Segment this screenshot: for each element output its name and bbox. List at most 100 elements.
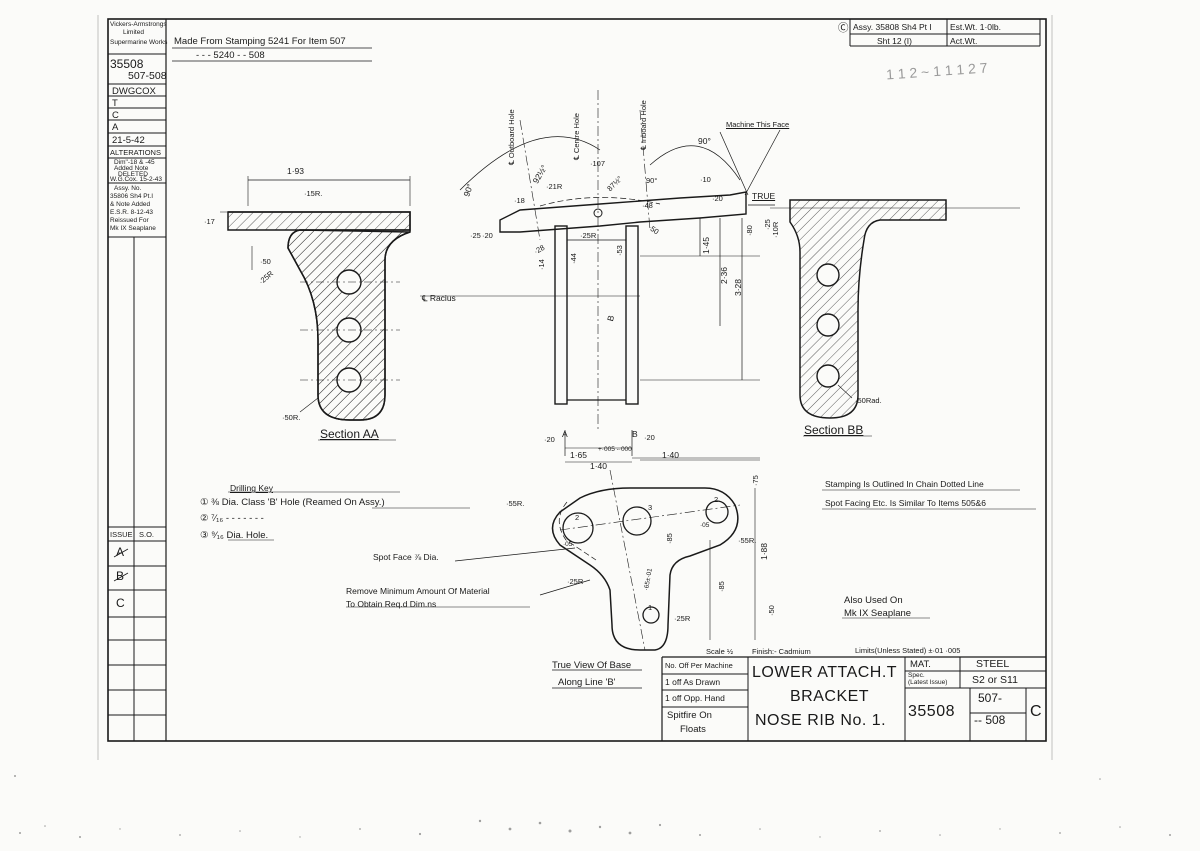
drawing-date: 21-5-42 bbox=[112, 135, 145, 146]
alt-a-line4: W.G.Cox. 15-2-43 bbox=[110, 176, 163, 183]
dim-75: ·75 bbox=[751, 475, 760, 486]
inboard-hole-label: ℄ Inboard Hole bbox=[639, 100, 648, 150]
title-line2: BRACKET bbox=[790, 688, 870, 705]
scale-label: Scale ½ bbox=[706, 647, 734, 656]
approved-by: A bbox=[112, 122, 119, 133]
dim-90c: 90° bbox=[698, 136, 711, 146]
dim-140a: 1·40 bbox=[590, 461, 608, 471]
radius-note: ℄ Racius bbox=[422, 293, 456, 303]
dim-25a: ·25 bbox=[470, 231, 481, 240]
checked-by: C bbox=[112, 110, 119, 121]
drawing-no-items: 507-508 bbox=[128, 70, 167, 82]
section-bb-label: Section BB bbox=[804, 423, 864, 437]
traced-by: T bbox=[112, 98, 118, 109]
spot-facing-note: Spot Facing Etc. Is Similar To Items 505… bbox=[825, 498, 986, 508]
alterations-title: ALTERATIONS bbox=[110, 148, 161, 157]
dim-165: 1·65 bbox=[570, 450, 588, 460]
limits-label: Limits(Unless Stated) ±·01 ·005 bbox=[855, 646, 961, 655]
dim-85a: ·85 bbox=[665, 533, 674, 544]
title-drawing-no: 35508 bbox=[908, 703, 955, 720]
dim-20d: ·20 bbox=[644, 433, 655, 442]
dim-21r: ·21R bbox=[546, 182, 563, 191]
off-as-drawn: 1 off As Drawn bbox=[665, 677, 721, 687]
dim-85b: ·85 bbox=[717, 581, 726, 592]
machine-face-note: Machine This Face bbox=[726, 120, 790, 129]
company-line1: Vickers-Armstrongs bbox=[110, 21, 167, 28]
dim-05b: ·05 bbox=[700, 522, 710, 529]
dim-20a: ·20 bbox=[712, 194, 723, 203]
dim-140b: 1·40 bbox=[662, 450, 680, 460]
dim-80: ·80 bbox=[745, 225, 754, 236]
dim-17: ·17 bbox=[204, 217, 215, 226]
alt-b-line1: Assy. No. bbox=[114, 185, 142, 192]
true-label: TRUE bbox=[752, 191, 776, 201]
title-issue-letter: C bbox=[1030, 703, 1043, 720]
dim-193: 1·93 bbox=[287, 166, 305, 176]
alt-a-line3: DELETED bbox=[118, 171, 148, 178]
dim-55r-right: ·55R. bbox=[738, 536, 757, 545]
alt-b-line6: Mk IX Seaplane bbox=[110, 225, 156, 232]
dim-tolerance: +·005 -·000 bbox=[598, 446, 632, 453]
alt-b-line2: 35806 Sh4 Pt.I bbox=[110, 193, 154, 200]
title-line1: LOWER ATTACH.T bbox=[752, 664, 898, 681]
issue-header: ISSUE bbox=[110, 530, 133, 539]
label-b: B bbox=[632, 429, 638, 439]
issue-a: A bbox=[116, 545, 125, 559]
dim-50rad: ·50Rad. bbox=[855, 396, 882, 405]
alt-b-line3: & Note Added bbox=[110, 201, 151, 208]
assy-ref: Assy. 35808 Sh4 Pt I bbox=[853, 22, 932, 32]
dim-55r-left: ·55R. bbox=[506, 499, 525, 508]
dim-48: ·48 bbox=[642, 201, 653, 210]
issue-b: B bbox=[116, 569, 125, 583]
drilling-key-1: ① ⅜ Dia. Class 'B' Hole (Reamed On Assy.… bbox=[200, 497, 385, 508]
drawing-no-top: 35508 bbox=[110, 57, 144, 71]
dim-10b: ·10R bbox=[771, 221, 780, 238]
dim-328: 3·28 bbox=[733, 278, 743, 296]
outboard-hole-label: ℄ Outboard Hole bbox=[507, 109, 516, 165]
drawn-by: DWGCOX bbox=[112, 86, 156, 97]
drilling-key-2: ② ⁷⁄₁₆ - - - - - - - bbox=[200, 513, 264, 524]
dim-10: ·10 bbox=[700, 175, 711, 184]
dim-50r: ·50R. bbox=[282, 413, 301, 422]
no-off-label: No. Off Per Machine bbox=[665, 661, 733, 670]
centre-hole-label: ℄ Centre Hole bbox=[572, 113, 581, 160]
alt-a-line2: Added Note bbox=[114, 165, 149, 172]
remove-material-line1: Remove Minimum Amount Of Material bbox=[346, 586, 490, 596]
dim-15r: ·15R. bbox=[304, 189, 323, 198]
title-items-line2: -- 508 bbox=[974, 713, 1006, 727]
material-label: MAT. bbox=[910, 659, 931, 670]
sheet-ref: Sht 12 (I) bbox=[877, 36, 912, 46]
hole-2-left-marker: 2 bbox=[575, 513, 580, 522]
dim-44: ·44 bbox=[569, 253, 578, 264]
also-used-on-line2: Mk IX Seaplane bbox=[844, 608, 912, 619]
alt-b-line4: E.S.R. 8-12-43 bbox=[110, 209, 153, 216]
dim-53: ·53 bbox=[615, 245, 624, 256]
est-weight: Est.Wt. 1·0lb. bbox=[950, 22, 1002, 32]
dim-14: ·14 bbox=[537, 259, 546, 270]
drilling-key-3: ③ ⁹⁄₁₆ Dia. Hole. bbox=[200, 530, 269, 541]
label-a: A bbox=[562, 429, 568, 439]
section-aa-label: Section AA bbox=[320, 427, 379, 441]
sheet-border bbox=[107, 18, 1047, 742]
stamping-note-line2: - - - 5240 - - 508 bbox=[196, 50, 265, 61]
issue-c-mark: Ⓒ bbox=[838, 22, 849, 34]
spec-value: S2 or S11 bbox=[972, 674, 1018, 686]
print-noise bbox=[14, 775, 1171, 838]
alt-a-line1: Dim"-18 & -45 bbox=[114, 159, 155, 166]
dim-236: 2·36 bbox=[719, 266, 729, 284]
dim-107: ·107 bbox=[590, 159, 606, 168]
spot-face-note: Spot Face ⅞ Dia. bbox=[373, 552, 439, 562]
dim-25r-base2: ·25R bbox=[674, 614, 691, 623]
remove-material-line2: To Obtain Req.d Dim.ns bbox=[346, 599, 437, 609]
stamping-outline-note: Stamping Is Outlined In Chain Dotted Lin… bbox=[825, 479, 984, 489]
off-opp-hand: 1 off Opp. Hand bbox=[665, 693, 725, 703]
dim-90b: 90° bbox=[646, 176, 658, 185]
dim-50c: ·50 bbox=[767, 605, 776, 616]
dim-20b: ·20 bbox=[482, 231, 493, 240]
dim-25r-base: ·25R bbox=[567, 577, 584, 586]
finish-label: Finish:- Cadmium bbox=[752, 647, 811, 656]
spec-latest-issue: (Latest Issue) bbox=[908, 679, 948, 686]
dim-188: 1·88 bbox=[759, 542, 769, 560]
title-items-line1: 507- bbox=[978, 691, 1003, 705]
